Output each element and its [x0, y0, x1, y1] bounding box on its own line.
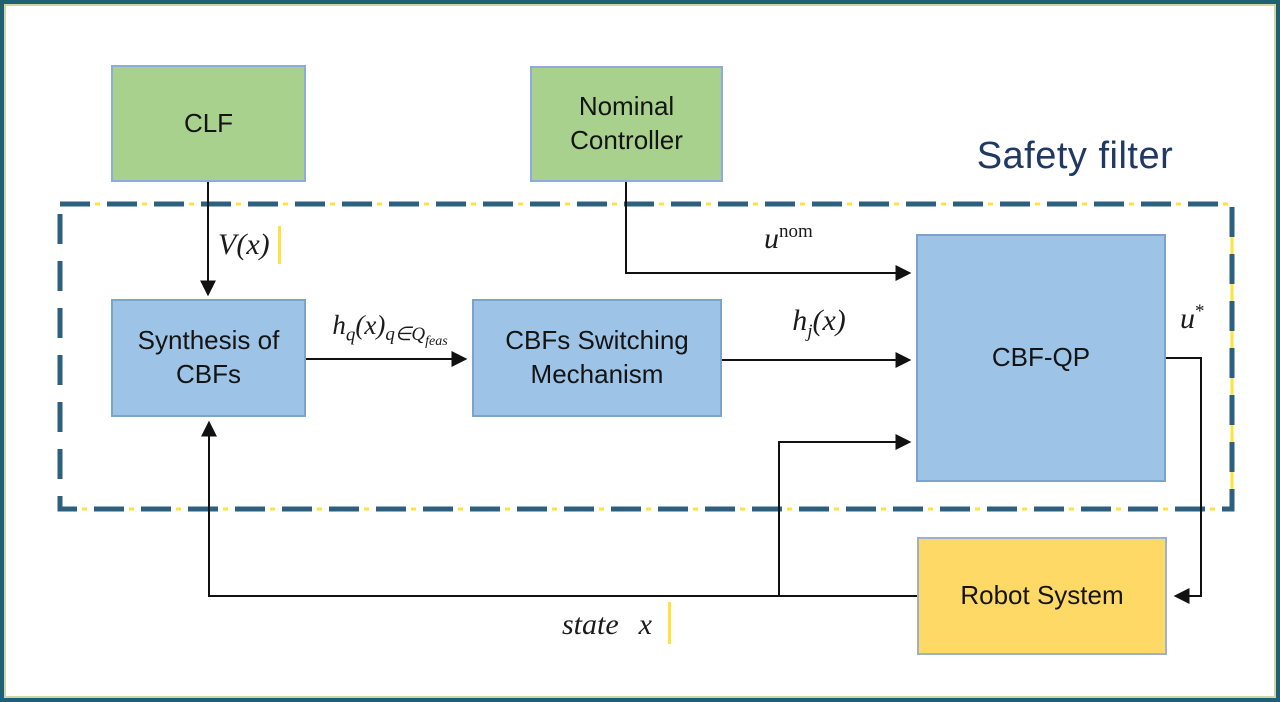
hq-args: (x)	[355, 310, 386, 340]
hq-tail-base: q∈Q	[385, 324, 426, 346]
highlight-caret-state	[668, 602, 671, 644]
cbf-qp-label: CBF-QP	[991, 342, 1091, 373]
state-word: state	[562, 608, 619, 641]
label-v-of-x: V(x)	[218, 226, 281, 264]
hq-tail-sub: feas	[425, 334, 448, 350]
label-hj-of-x: hj(x)	[722, 304, 916, 341]
clf-block-label: CLF	[183, 107, 234, 138]
hq-tail: q∈Qfeas	[385, 324, 447, 348]
hj-sub: j	[807, 321, 813, 342]
synthesis-cbfs-label: Synthesis of CBFs	[137, 325, 280, 389]
connector-cbfqp-to-robot	[1166, 357, 1202, 604]
cbf-qp-block: CBF-QP	[916, 234, 1166, 482]
hj-args: (x)	[812, 304, 846, 337]
label-u-star: u*	[1180, 302, 1205, 336]
hj-base: h	[792, 304, 808, 337]
u-star-sup: *	[1195, 301, 1205, 322]
safety-filter-title: Safety filter	[976, 135, 1174, 177]
robot-system-block: Robot System	[917, 537, 1167, 655]
connector-layer	[57, 182, 1235, 604]
state-var: x	[638, 608, 652, 641]
highlight-caret-v	[277, 226, 281, 264]
hq-sub: q	[345, 324, 356, 346]
connector-robot-to-synthesis	[201, 420, 917, 597]
label-hq-of-x: hq(x)q∈Qfeas	[304, 310, 476, 349]
u-nom-sup: nom	[779, 221, 813, 242]
u-nom-base: u	[764, 222, 779, 255]
connector-state-to-cbfqp	[778, 434, 912, 596]
synthesis-cbfs-block: Synthesis of CBFs	[111, 299, 306, 417]
label-u-nom: unom	[764, 222, 813, 256]
robot-system-label: Robot System	[960, 580, 1124, 611]
v-of-x-text: V(x)	[218, 228, 270, 261]
cbfs-switching-label: CBFs Switching Mechanism	[505, 325, 689, 389]
clf-block: CLF	[111, 65, 306, 182]
hq-base: h	[332, 310, 346, 340]
u-star-base: u	[1180, 302, 1195, 335]
nominal-controller-label: Nominal Controller	[570, 91, 683, 155]
safety-filter-dashed-boundary	[57, 201, 1235, 512]
connector-nominal-to-cbfqp	[625, 182, 912, 281]
cbfs-switching-block: CBFs Switching Mechanism	[472, 299, 722, 417]
nominal-controller-block: Nominal Controller	[530, 66, 723, 182]
